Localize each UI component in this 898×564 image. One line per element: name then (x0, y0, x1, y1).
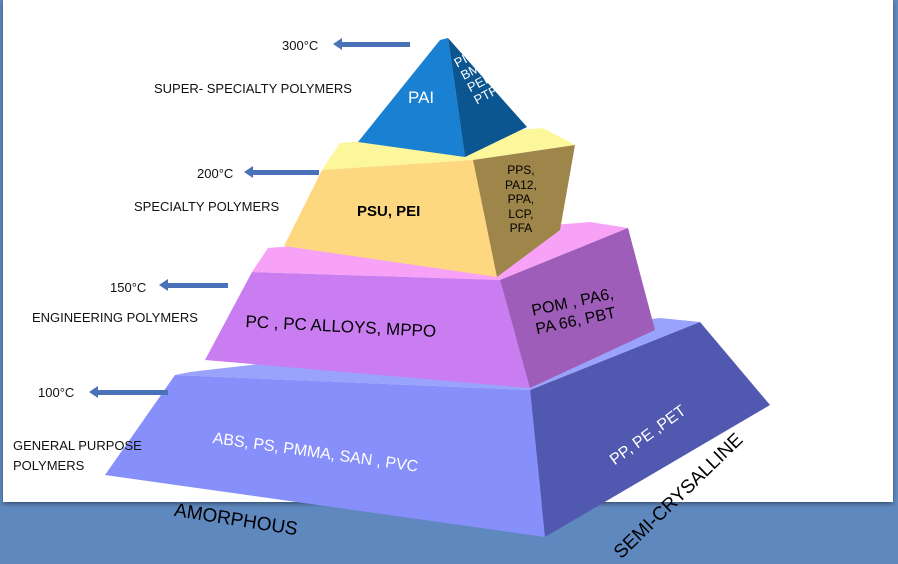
arrow-left-icon (244, 166, 319, 178)
specialty-front-face (284, 160, 497, 277)
specialty-semicrystalline-text: PPS, PA12, PPA, LCP, PFA (505, 163, 537, 236)
tier-label-super-specialty: SUPER- SPECIALTY POLYMERS (154, 81, 352, 96)
tier-label-general-line1: GENERAL PURPOSE (13, 438, 142, 453)
super-right-face (448, 38, 527, 157)
general-side-face (530, 322, 770, 537)
arrow-left-icon (333, 38, 410, 50)
specialty-amorphous-text: PSU, PEI (357, 203, 421, 220)
arrow-left-icon (159, 279, 228, 291)
tier-label-general-line2: POLYMERS (13, 458, 85, 473)
general-front-face (105, 375, 545, 537)
polymer-item: LCP, (508, 206, 534, 221)
engineering-front-face (205, 272, 530, 388)
super-left-face (358, 38, 465, 157)
temp-150: 150°C (110, 280, 147, 295)
polymer-item: PFA (509, 221, 533, 235)
tier-label-specialty: SPECIALTY POLYMERS (134, 199, 280, 214)
polymer-item: PA12, (505, 177, 537, 192)
polymer-item: PPA, (507, 192, 535, 206)
tier-label-engineering: ENGINEERING POLYMERS (32, 310, 198, 325)
arrow-left-icon (89, 386, 168, 398)
temp-100: 100°C (38, 385, 75, 400)
specialty-side-face (473, 145, 575, 277)
polymer-item: PPS, (507, 163, 535, 177)
engineering-side-face (500, 228, 655, 388)
super-amorphous-text: PAI (408, 88, 435, 107)
temp-300: 300°C (282, 38, 319, 53)
temp-200: 200°C (197, 166, 234, 181)
